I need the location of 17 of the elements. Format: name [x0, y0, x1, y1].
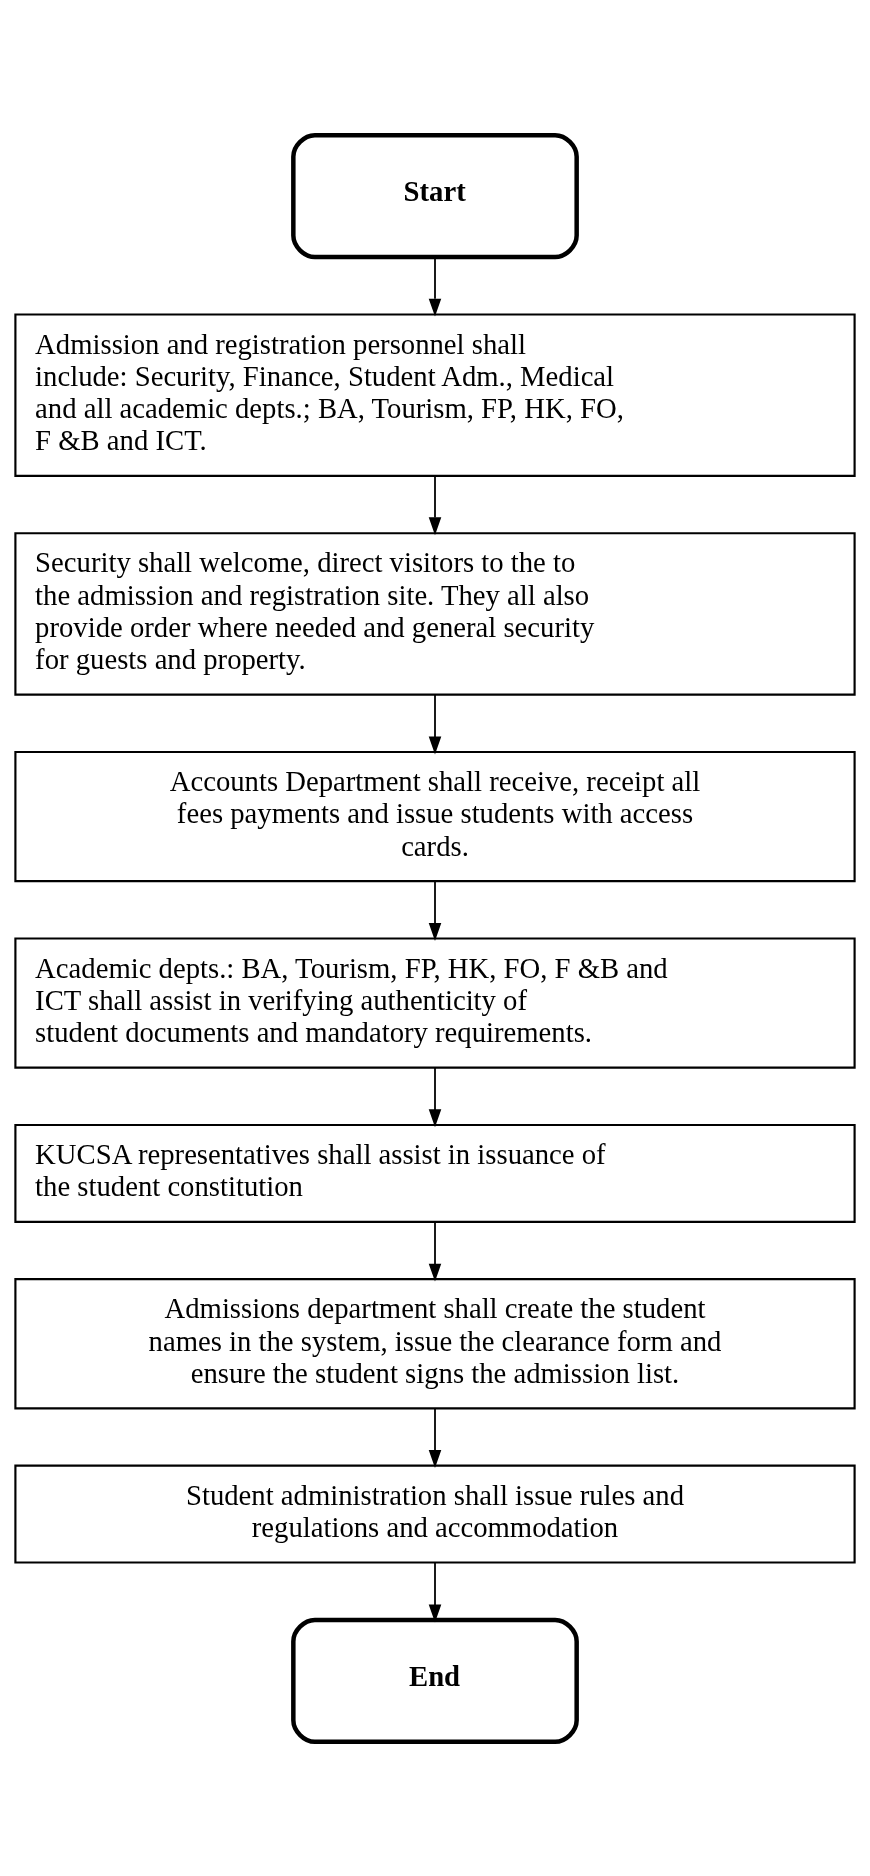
node-box: Student administration shall issue rules and regulations and accommodation: [14, 1464, 856, 1564]
node-box: End: [291, 1617, 579, 1744]
node-box: Admission and registration personnel shall include: Security, Finance, Student Adm., Medical and all academic depts.; BA, Tourism, FP, HK, FO, F &B and ICT.: [14, 312, 856, 477]
node-box: Admissions department shall create the student names in the system, issue the clearance form and ensure the student signs the admission list.: [14, 1277, 856, 1409]
node-box: Security shall welcome, direct visitors to the to the admission and registration site. They all also provide order where needed and general security for guests and property.: [14, 531, 856, 696]
arrow: [428, 693, 442, 754]
node-box: KUCSA representatives shall assist in issuance of the student constitution: [14, 1123, 856, 1223]
arrow: [428, 879, 442, 941]
arrow: [428, 256, 442, 317]
arrow: [428, 1407, 442, 1468]
arrow: [428, 1221, 442, 1282]
arrow: [428, 1066, 442, 1127]
node-box: Academic depts.: BA, Tourism, FP, HK, FO, F &B and ICT shall assist in verifying authenticity of student documents and mandatory requirements.: [14, 936, 856, 1069]
arrow: [428, 1561, 442, 1622]
node-box: Start: [291, 132, 579, 259]
arrow: [428, 474, 442, 535]
node-box: Accounts Department shall receive, receipt all fees payments and issue students with access cards.: [14, 750, 856, 882]
